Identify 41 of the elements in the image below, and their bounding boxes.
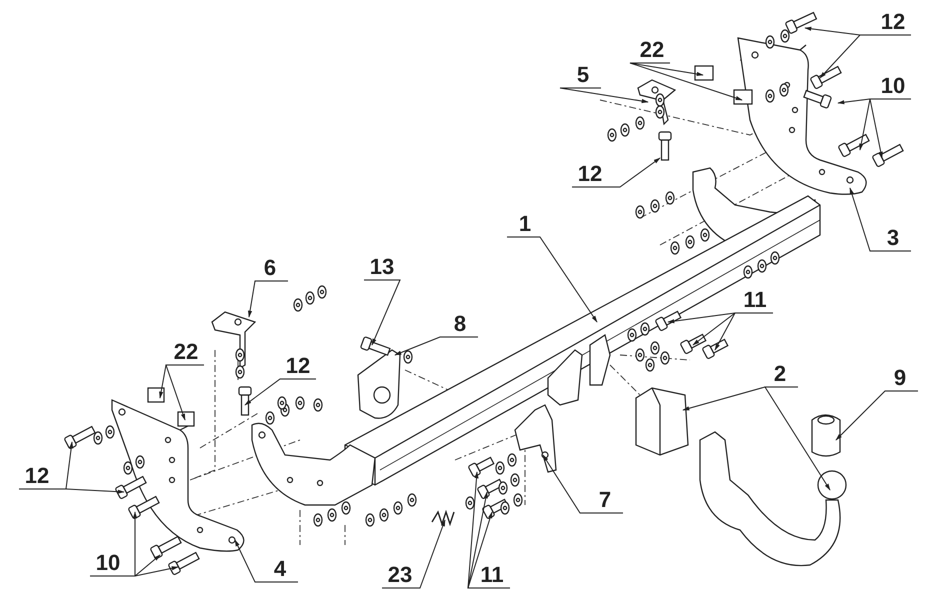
leader-line — [467, 511, 510, 588]
leader-line — [165, 364, 204, 421]
callout-number: 12 — [572, 162, 608, 186]
callout-number: 1 — [507, 212, 543, 236]
leader-line — [714, 312, 774, 351]
callout-number: 10 — [90, 551, 126, 575]
leader-line — [836, 390, 918, 440]
callout-number: 11 — [737, 288, 773, 312]
leader-line — [382, 519, 446, 588]
leader-line — [764, 386, 830, 491]
leader-line — [90, 566, 179, 576]
callout-number: 12 — [19, 464, 55, 488]
leader-line — [630, 62, 743, 100]
leader-line — [850, 187, 912, 252]
callout-number: 4 — [262, 557, 298, 581]
callout-number: 23 — [382, 563, 418, 587]
leader-line — [364, 280, 401, 346]
callout-number: 12 — [875, 10, 911, 34]
callout-number: 9 — [882, 366, 918, 390]
callout-number: 5 — [565, 63, 601, 87]
callout-number: 10 — [875, 74, 911, 98]
callout-number: 12 — [280, 354, 316, 378]
leader-line — [572, 158, 661, 188]
callout-number: 11 — [474, 563, 510, 587]
callout-number: 7 — [587, 488, 623, 512]
callout-number: 8 — [442, 312, 478, 336]
leader-line — [542, 454, 624, 514]
leader-line — [234, 539, 298, 582]
callout-number: 22 — [168, 340, 204, 364]
leader-line — [869, 98, 912, 159]
leader-line — [560, 88, 649, 104]
leader-line — [394, 336, 478, 356]
leader-line — [506, 236, 598, 323]
leader-line — [18, 488, 125, 494]
callout-number: 13 — [364, 255, 400, 279]
callout-number: 3 — [875, 226, 911, 250]
callout-number: 6 — [252, 256, 288, 280]
callout-number: 2 — [762, 362, 798, 386]
callout-number: 22 — [634, 38, 670, 62]
leader-line — [244, 378, 316, 406]
leader-line — [248, 280, 288, 318]
